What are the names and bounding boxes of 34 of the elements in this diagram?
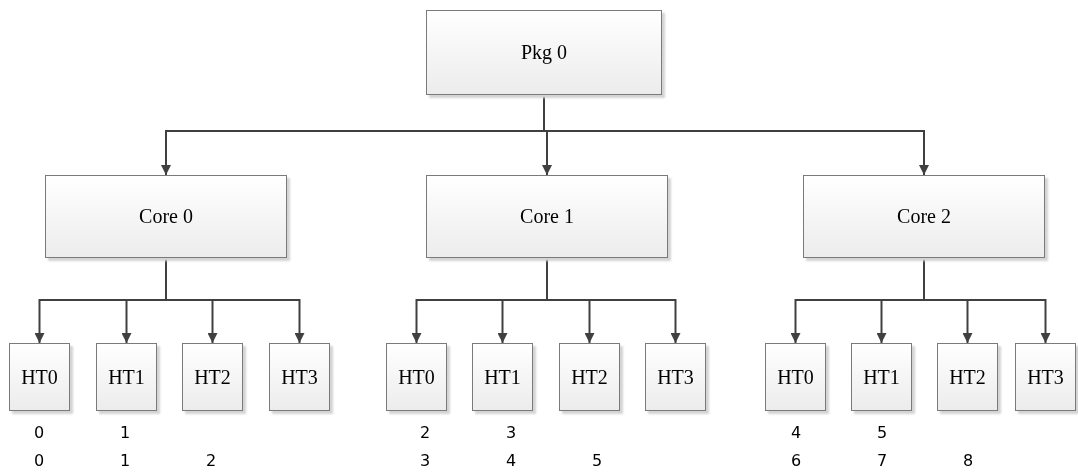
thread-number: 8 (962, 453, 974, 469)
thread-box: HT2 (559, 343, 620, 411)
core-box: Core 1 (426, 175, 668, 258)
thread-number: 1 (119, 425, 131, 441)
thread-box: HT3 (269, 343, 330, 411)
arrow (923, 257, 1051, 344)
thread-box: HT3 (645, 343, 706, 411)
package-box: Pkg 0 (426, 10, 662, 95)
thread-number: 2 (419, 425, 431, 441)
thread-number: 3 (505, 425, 517, 441)
thread-box: HT0 (765, 343, 826, 411)
thread-number: 4 (505, 453, 517, 469)
thread-box: HT1 (96, 343, 157, 411)
thread-number: 3 (419, 453, 431, 469)
core-box: Core 2 (803, 175, 1045, 258)
arrow (546, 257, 681, 344)
thread-number: 0 (33, 453, 45, 469)
thread-box: HT1 (472, 343, 533, 411)
thread-number: 2 (205, 453, 217, 469)
thread-box: HT2 (937, 343, 998, 411)
thread-number: 1 (119, 453, 131, 469)
thread-box: HT0 (386, 343, 447, 411)
thread-number: 4 (790, 425, 802, 441)
thread-number: 0 (33, 425, 45, 441)
thread-number: 5 (876, 425, 888, 441)
thread-number: 7 (876, 453, 888, 469)
thread-box: HT0 (9, 343, 70, 411)
thread-box: HT2 (182, 343, 243, 411)
thread-number: 5 (591, 453, 603, 469)
arrow (165, 257, 305, 344)
thread-box: HT3 (1015, 343, 1076, 411)
thread-number: 6 (790, 453, 802, 469)
core-box: Core 0 (45, 175, 287, 258)
thread-box: HT1 (851, 343, 912, 411)
